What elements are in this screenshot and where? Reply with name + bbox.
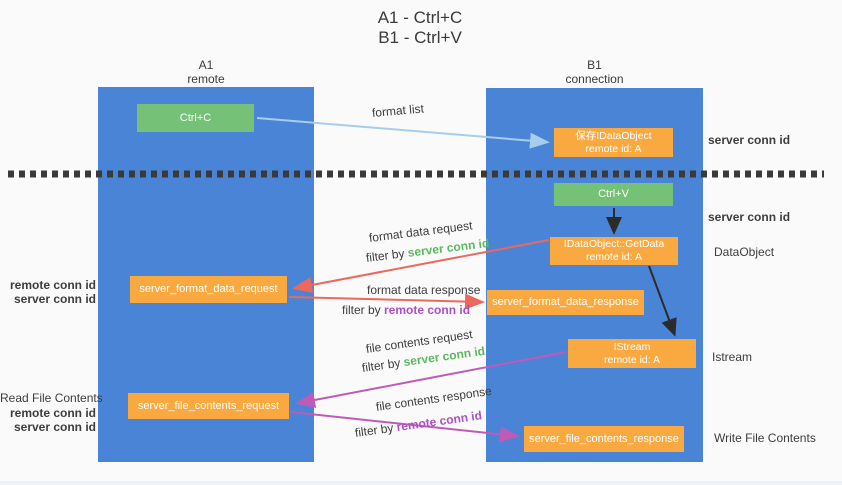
- node-server-file-contents-response-label: server_file_contents_response: [529, 432, 679, 445]
- node-server-format-data-response-label: server_format_data_response: [492, 296, 639, 308]
- node-save-idataobject-line1: 保存IDataObject: [575, 129, 652, 142]
- file-contents-response-filter-label: filter by remote conn id: [354, 408, 483, 440]
- write-file-contents-label: Write File Contents: [714, 431, 816, 445]
- filter-by-text: filter by: [365, 245, 409, 265]
- bottom-edge-strip: [0, 481, 842, 485]
- node-idataobject-getdata-line2: remote id: A: [585, 251, 643, 263]
- remote-conn-id-text: remote conn id: [384, 303, 471, 317]
- format-data-response-label: format data response: [367, 283, 481, 297]
- right-server-conn-id-label-2: server conn id: [708, 210, 791, 224]
- node-server-file-contents-response: server_file_contents_response: [524, 426, 684, 452]
- node-save-idataobject-line2: remote id: A: [585, 142, 642, 155]
- filter-by-text: filter by: [361, 355, 405, 375]
- left-remote-conn-id-label-1: remote conn id: [9, 278, 96, 292]
- diagram-title: A1 - Ctrl+C B1 - Ctrl+V: [300, 8, 540, 48]
- lane-a1-subtitle: remote: [187, 72, 225, 86]
- remote-conn-id-text: remote conn id: [395, 408, 483, 435]
- server-conn-id-text: server conn id: [406, 235, 490, 260]
- lane-header-a1: A1 remote: [98, 58, 314, 86]
- node-ctrl-v: Ctrl+V: [554, 183, 673, 206]
- title-line-2: B1 - Ctrl+V: [378, 28, 462, 47]
- node-idataobject-getdata: IDataObject::GetData remote id: A: [550, 237, 678, 265]
- lane-a1-name: A1: [198, 58, 214, 72]
- left-server-conn-id-label-2: server conn id: [13, 420, 96, 434]
- node-ctrl-v-label: Ctrl+V: [598, 188, 629, 200]
- left-server-conn-id-label-1: server conn id: [13, 292, 96, 306]
- node-server-format-data-request: server_format_data_request: [130, 276, 287, 303]
- istream-label: Istream: [712, 350, 753, 364]
- node-istream: IStream remote id: A: [568, 339, 696, 368]
- format-data-response-arrow: [288, 293, 485, 310]
- title-line-1: A1 - Ctrl+C: [377, 8, 463, 27]
- node-server-format-data-request-label: server_format_data_request: [139, 283, 278, 295]
- lane-b1-name: B1: [587, 58, 602, 72]
- right-server-conn-id-label-1: server conn id: [708, 133, 791, 147]
- format-list-label: format list: [371, 101, 425, 120]
- read-file-contents-label: Read File Contents: [0, 391, 103, 405]
- node-ctrl-c: Ctrl+C: [137, 104, 254, 132]
- node-istream-line2: remote id: A: [603, 353, 661, 366]
- filter-by-text: filter by: [354, 420, 398, 440]
- node-ctrl-c-label: Ctrl+C: [179, 111, 212, 124]
- format-data-response-filter-label: filter by remote conn id: [342, 303, 470, 317]
- lane-header-b1: B1 connection: [486, 58, 703, 86]
- filter-by-text: filter by: [342, 303, 385, 317]
- node-istream-line1: IStream: [613, 340, 651, 353]
- dataobject-label: DataObject: [714, 245, 775, 259]
- node-idataobject-getdata-line1: IDataObject::GetData: [563, 238, 665, 250]
- lane-b1-subtitle: connection: [565, 72, 624, 86]
- node-server-format-data-response: server_format_data_response: [487, 290, 644, 315]
- node-save-idataobject: 保存IDataObject remote id: A: [554, 128, 673, 157]
- left-remote-conn-id-label-2: remote conn id: [9, 406, 96, 420]
- node-server-file-contents-request: server_file_contents_request: [128, 393, 289, 419]
- node-server-file-contents-request-label: server_file_contents_request: [137, 399, 280, 412]
